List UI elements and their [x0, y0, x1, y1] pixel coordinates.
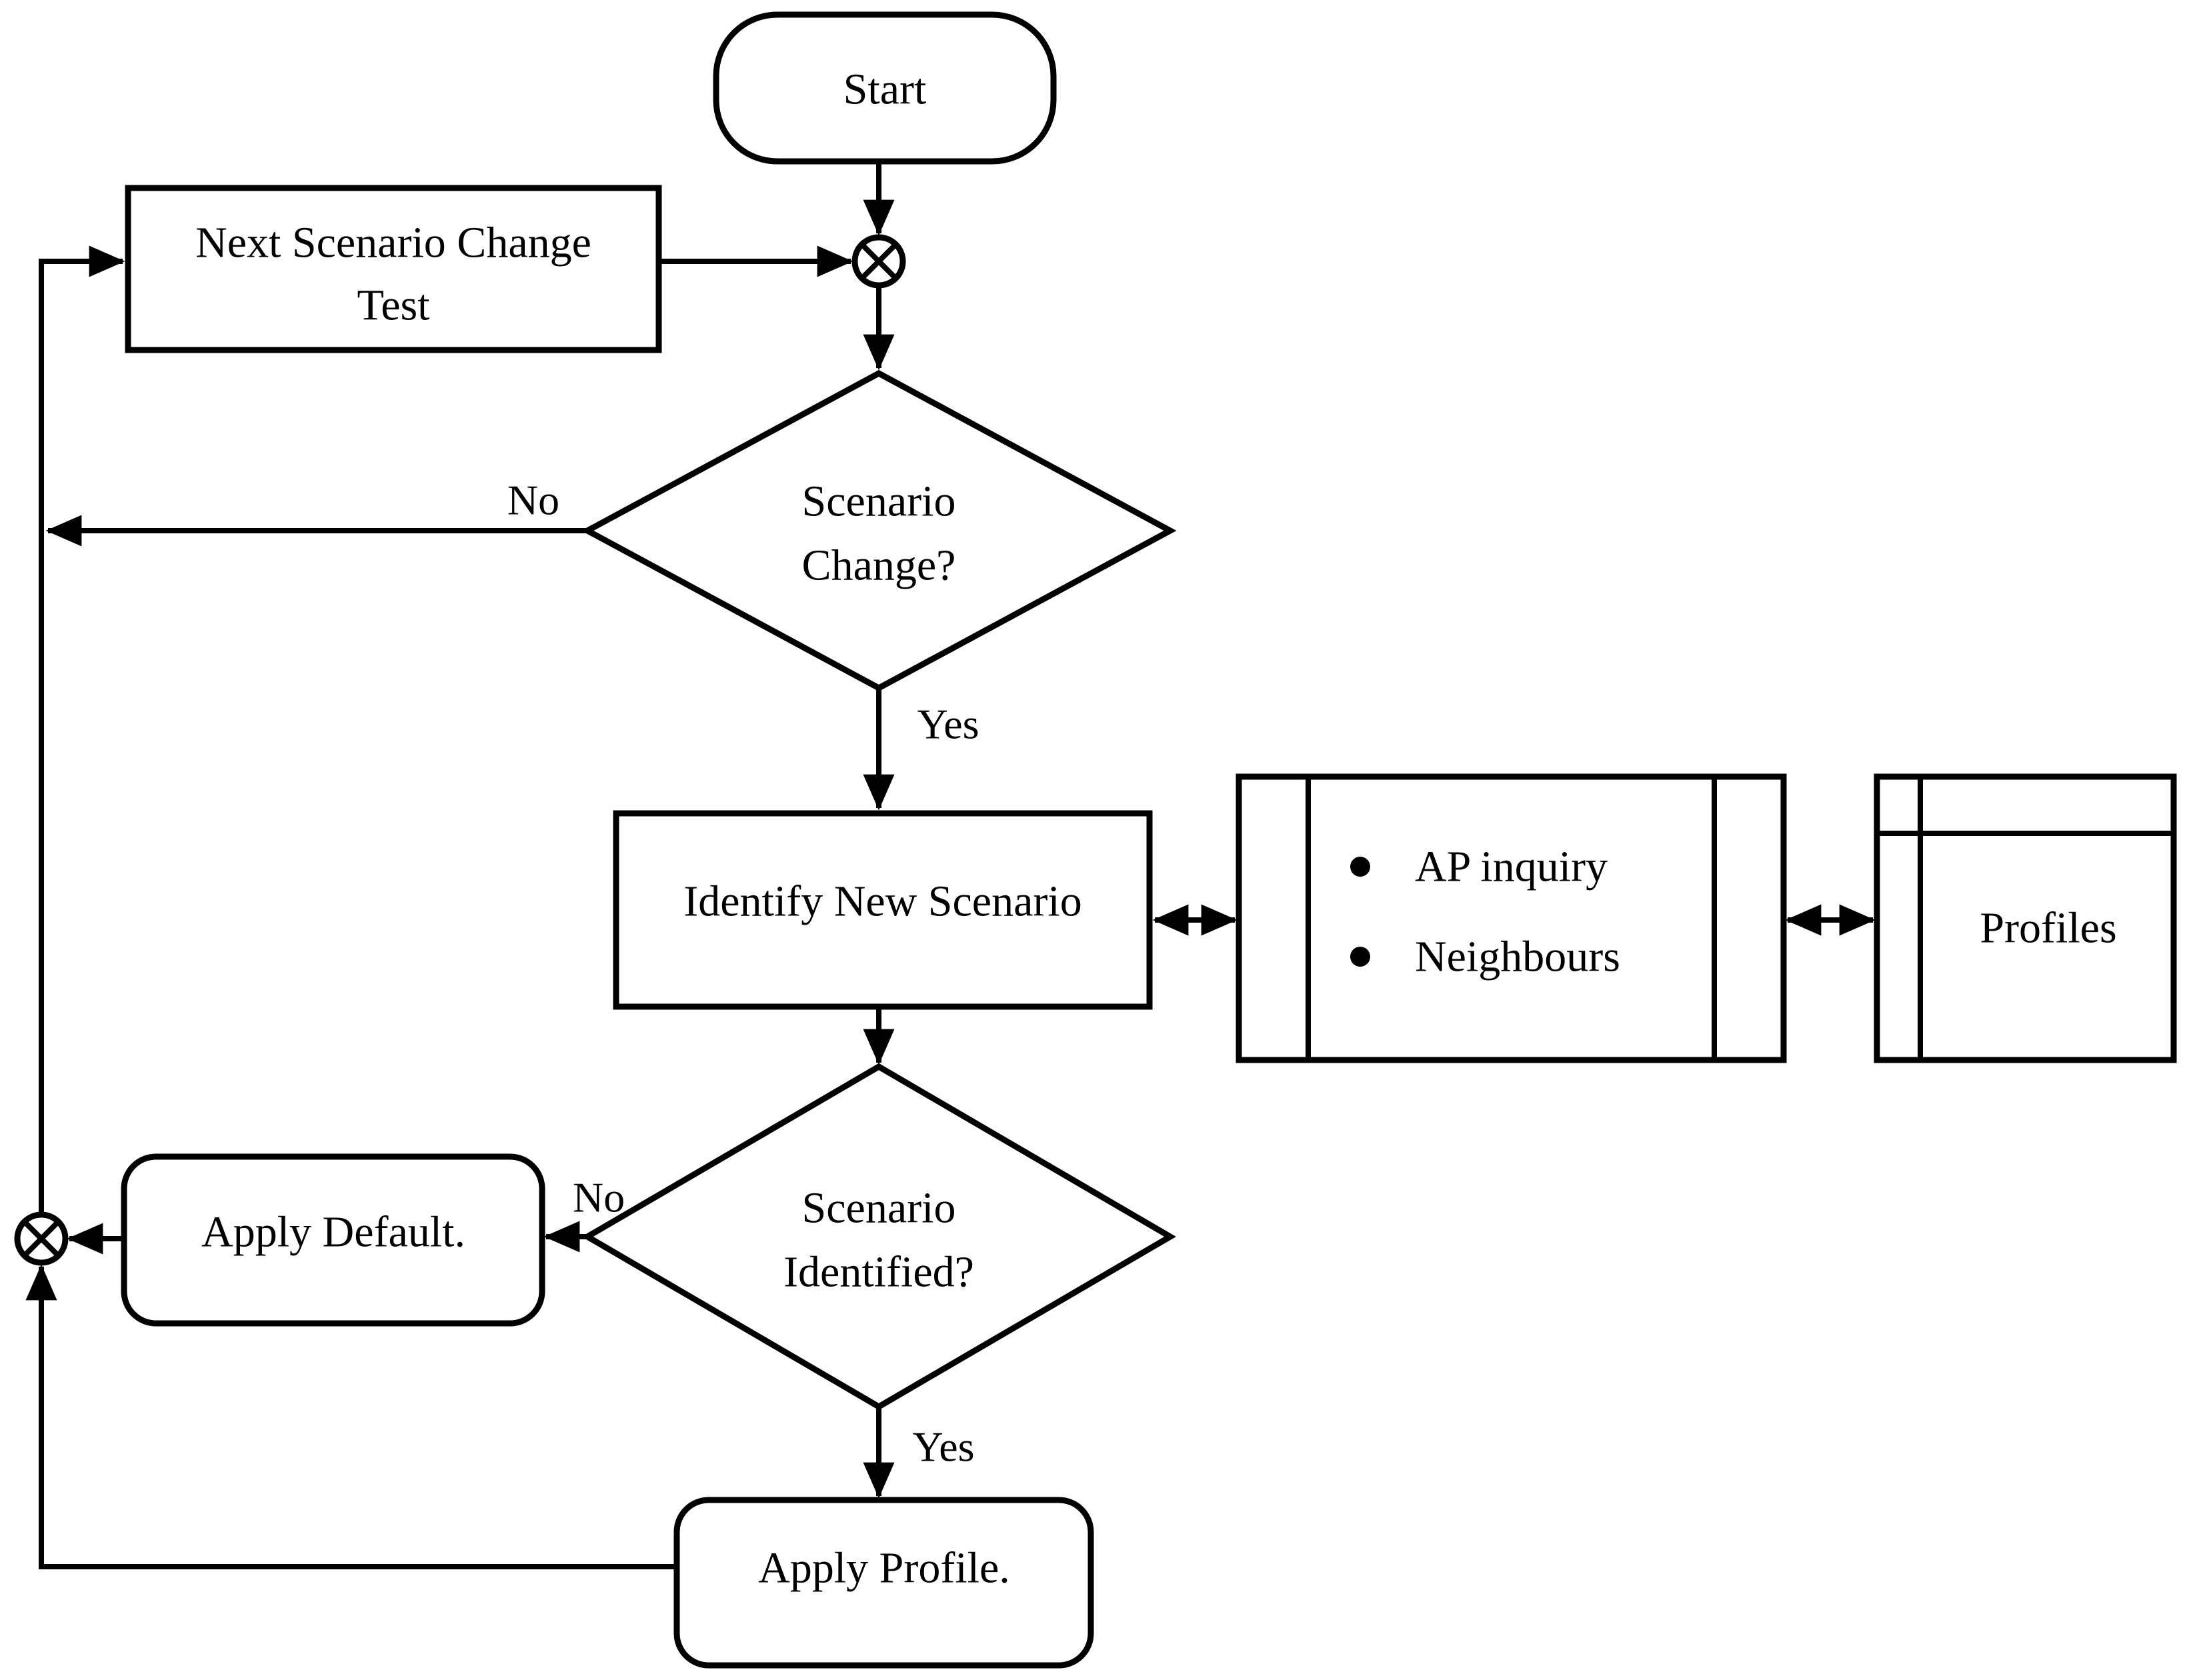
- node-profiles: Profiles: [1874, 773, 2177, 1063]
- edge-loop-to-next-test: [39, 245, 125, 1213]
- next-test-process-shape: [125, 185, 662, 353]
- identify-process-shape: [613, 810, 1153, 1010]
- profiles-storage-shape: [1874, 773, 2177, 1063]
- node-apply-profile: Apply Profile.: [673, 1497, 1094, 1669]
- scenario-change-diamond-shape: [581, 369, 1177, 692]
- edges-group: [25, 161, 1876, 1569]
- start-terminator-shape: [713, 11, 1057, 165]
- xor-junction-left-icon: [14, 1211, 69, 1266]
- start-label: Start: [843, 65, 927, 114]
- node-start: Start: [713, 11, 1057, 165]
- node-apply-default: Apply Default.: [121, 1153, 545, 1327]
- apply-default-label: Apply Default.: [201, 1208, 465, 1257]
- apply-profile-shape: [673, 1497, 1094, 1669]
- xor-top-x2: [860, 243, 897, 280]
- node-scenario-change: Scenario Change?: [581, 369, 1177, 692]
- node-next-scenario-change-test: Next Scenario Change Test: [125, 185, 662, 353]
- edge-apply-profile-to-xor: [25, 1264, 677, 1569]
- xor-left-x2: [23, 1220, 60, 1257]
- xor-junction-top-icon: [851, 234, 906, 289]
- scenario-change-label-line1: Scenario: [802, 477, 956, 526]
- profiles-label: Profiles: [1980, 904, 2116, 953]
- scenario-identified-label-line2: Identified?: [783, 1248, 974, 1297]
- node-scenario-identified: Scenario Identified?: [581, 1063, 1176, 1411]
- scenario-identified-label-line1: Scenario: [802, 1184, 956, 1233]
- apply-default-shape: [121, 1153, 545, 1327]
- node-identify-new-scenario: Identify New Scenario: [613, 810, 1153, 1010]
- apply-profile-label: Apply Profile.: [758, 1544, 1010, 1593]
- ap-inquiry-outer-shape: [1236, 773, 1787, 1063]
- scenario-change-label-line2: Change?: [802, 541, 956, 590]
- scenario-identified-diamond-shape: [581, 1063, 1176, 1411]
- label-yes-scenario-identified: Yes: [912, 1423, 974, 1471]
- label-no-scenario-identified: No: [573, 1174, 625, 1221]
- next-test-label-line2: Test: [357, 281, 429, 330]
- ap-inquiry-item-2: Neighbours: [1415, 933, 1620, 981]
- label-yes-scenario-change: Yes: [917, 701, 979, 748]
- bullet-icon: [1350, 857, 1370, 877]
- label-no-scenario-change: No: [507, 477, 559, 524]
- bullet-icon: [1350, 947, 1370, 967]
- node-ap-inquiry: AP inquiry Neighbours: [1236, 773, 1787, 1063]
- ap-inquiry-item-1: AP inquiry: [1415, 843, 1608, 891]
- next-test-label-line1: Next Scenario Change: [195, 219, 591, 267]
- identify-label: Identify New Scenario: [683, 877, 1081, 926]
